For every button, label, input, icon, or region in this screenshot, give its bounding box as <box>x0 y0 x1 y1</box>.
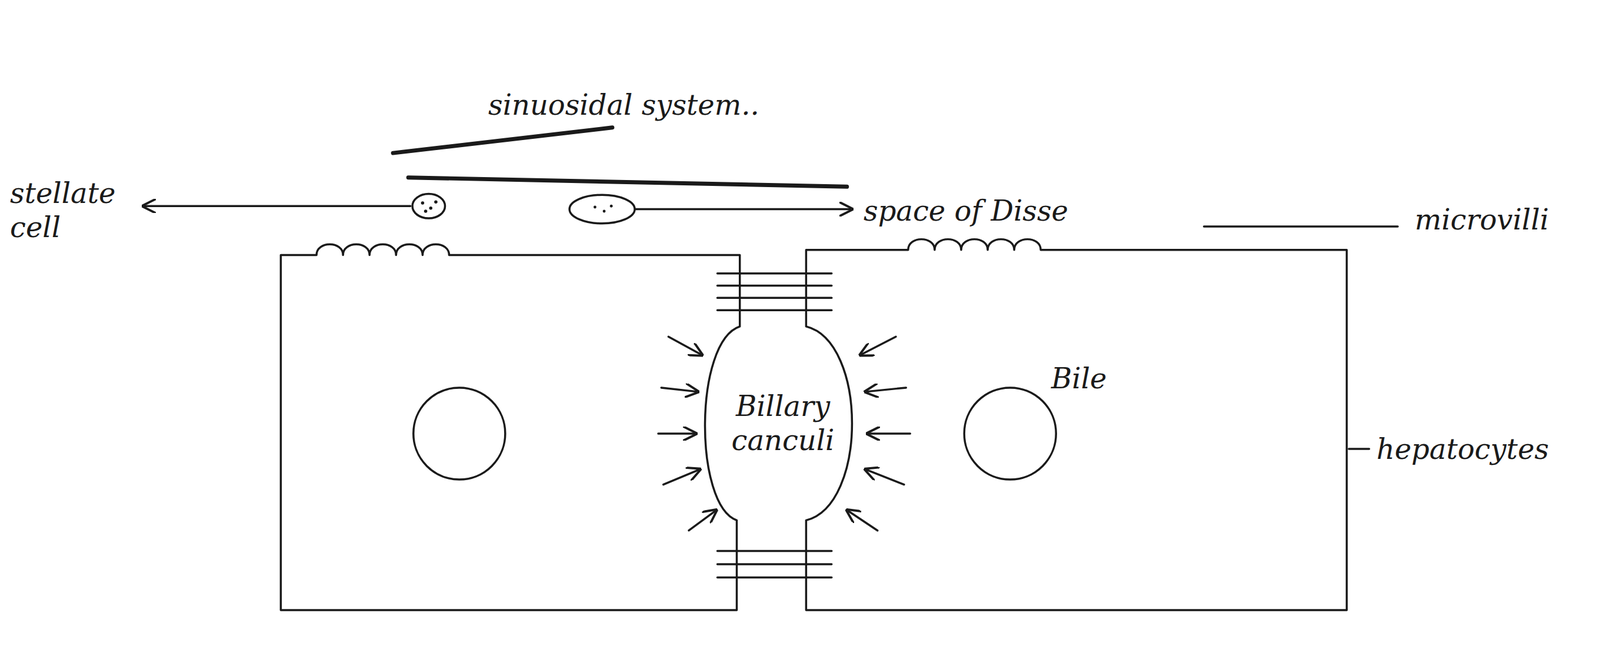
stellate-cell-label: stellate cell <box>10 176 146 245</box>
disse-arrow <box>635 208 853 210</box>
space-of-disse-label: space of Disse <box>863 194 1069 229</box>
microvilli-label: microvilli <box>1414 202 1549 238</box>
heading-underline <box>408 177 848 188</box>
hepatocytes-label: hepatocytes <box>1376 432 1549 467</box>
heading-stroke <box>392 127 613 153</box>
bile-flow-arrow <box>658 336 910 530</box>
microvilli-leader <box>1204 225 1398 228</box>
space-of-disse-symbol <box>569 194 635 224</box>
stellate-cell-symbol <box>412 193 445 219</box>
hepatocytes-leader <box>1348 447 1370 450</box>
bile-label: Bile <box>1051 361 1107 396</box>
hepatocyte-outline <box>805 239 1347 610</box>
nucleus <box>964 387 1056 480</box>
hepatocyte-outline <box>280 244 740 610</box>
heading-label: sinuosidal system.. <box>488 88 760 123</box>
biliary-canaliculus-label: Billary canculi <box>718 389 848 458</box>
stellate-arrow <box>142 205 410 208</box>
nucleus <box>413 387 506 480</box>
